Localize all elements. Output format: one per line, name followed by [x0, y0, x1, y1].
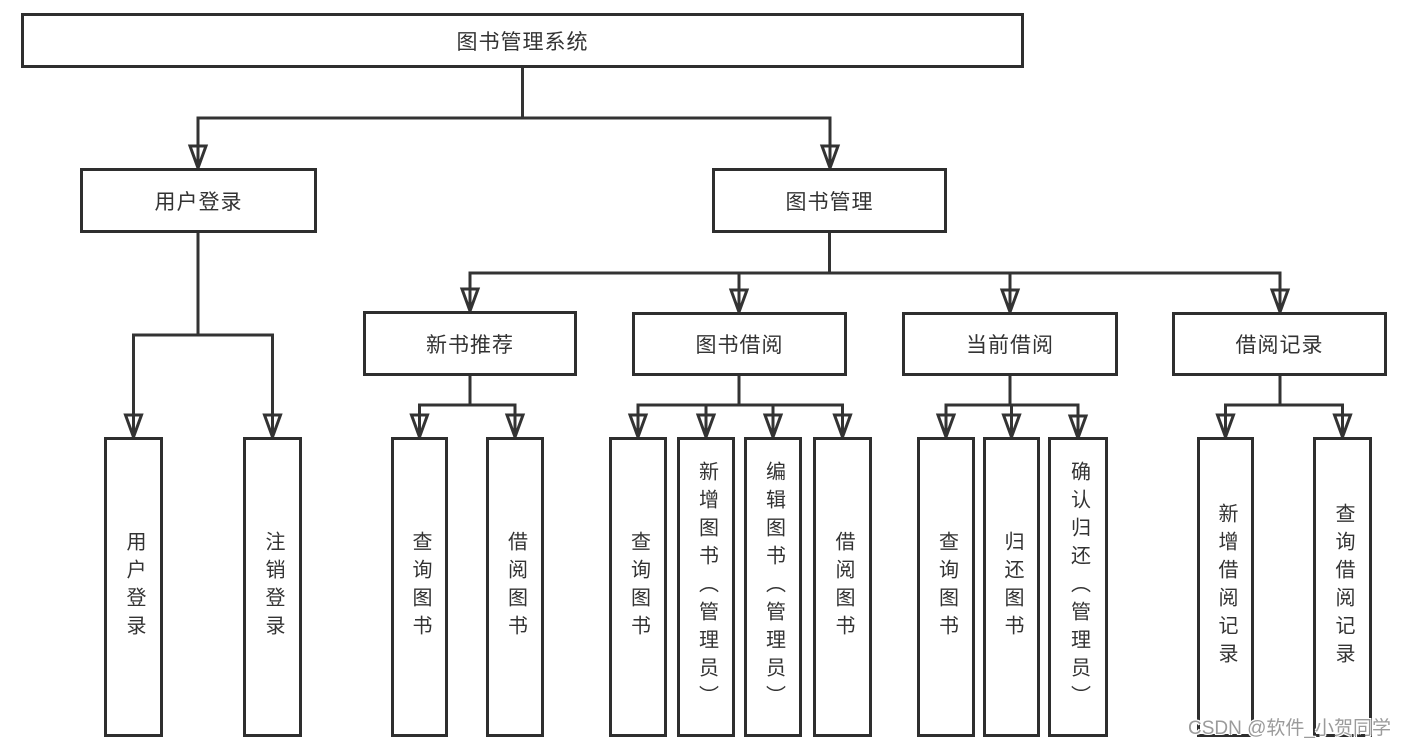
- leaf-confirm-return-admin: 确认归还（管理员）: [1048, 437, 1108, 737]
- leaf-return-books: 归还图书: [983, 437, 1040, 737]
- leaf-label: 注销登录: [262, 531, 284, 643]
- leaf-label: 查询图书: [627, 531, 650, 643]
- leaf-query-books-recommend: 查询图书: [391, 437, 448, 737]
- leaf-label: 新增图书（管理员）: [695, 461, 718, 713]
- node-new-book-recommendation: 新书推荐: [363, 311, 577, 376]
- leaf-label: 编辑图书（管理员）: [762, 461, 785, 713]
- watermark-text: CSDN @软件_小贺同学: [1188, 718, 1391, 739]
- node-label: 图书管理: [785, 190, 874, 214]
- leaf-borrow-books-recommend: 借阅图书: [486, 437, 544, 737]
- leaf-label: 借阅图书: [832, 531, 854, 643]
- node-label: 用户登录: [154, 190, 243, 214]
- leaf-query-books-current: 查询图书: [917, 437, 975, 737]
- leaf-label: 新增借阅记录: [1215, 503, 1237, 671]
- node-user-login: 用户登录: [80, 168, 317, 233]
- node-book-borrowing: 图书借阅: [632, 312, 847, 376]
- leaf-add-borrow-record: 新增借阅记录: [1197, 437, 1254, 737]
- node-book-management: 图书管理: [712, 168, 947, 233]
- leaf-add-books-admin: 新增图书（管理员）: [677, 437, 735, 737]
- leaf-label: 归还图书: [1001, 531, 1023, 643]
- leaf-edit-books-admin: 编辑图书（管理员）: [744, 437, 802, 737]
- leaf-logout: 注销登录: [243, 437, 302, 737]
- node-current-borrowing: 当前借阅: [902, 312, 1118, 376]
- leaf-query-books-borrowing: 查询图书: [609, 437, 667, 737]
- leaf-label: 查询借阅记录: [1332, 503, 1354, 671]
- leaf-label: 查询图书: [935, 531, 958, 643]
- node-label: 借阅记录: [1235, 334, 1324, 357]
- node-borrowing-records: 借阅记录: [1172, 312, 1387, 376]
- leaf-user-login: 用户登录: [104, 437, 163, 737]
- leaf-label: 确认归还（管理员）: [1067, 461, 1090, 713]
- node-label: 新书推荐: [426, 333, 514, 357]
- node-label: 当前借阅: [966, 334, 1054, 357]
- node-book-management-system: 图书管理系统: [21, 13, 1024, 68]
- leaf-label: 查询图书: [409, 531, 431, 643]
- leaf-label: 用户登录: [123, 531, 145, 643]
- node-label: 图书管理系统: [456, 30, 589, 54]
- leaf-query-borrow-record: 查询借阅记录: [1313, 437, 1372, 737]
- leaf-label: 借阅图书: [504, 531, 527, 643]
- node-label: 图书借阅: [695, 334, 784, 357]
- leaf-borrow-books-borrowing: 借阅图书: [813, 437, 872, 737]
